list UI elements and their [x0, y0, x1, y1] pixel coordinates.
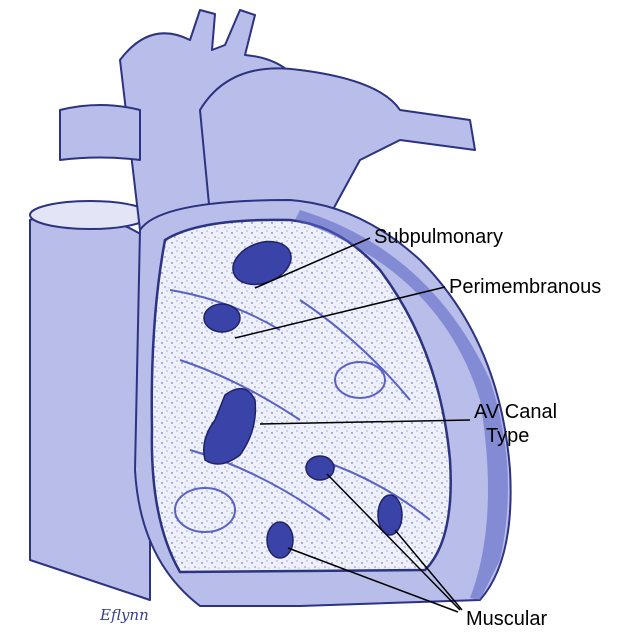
defect-muscular-3: [267, 522, 293, 558]
pulmonary-trunk: [200, 68, 475, 215]
label-av-canal-line1: AV Canal: [474, 401, 557, 423]
superior-vena-cava: [30, 213, 150, 600]
svc-opening: [30, 201, 150, 229]
defect-perimembranous: [204, 304, 240, 332]
label-perimembranous: Perimembranous: [449, 276, 601, 298]
label-subpulmonary: Subpulmonary: [374, 226, 503, 248]
pulmonary-branch-left: [60, 105, 140, 160]
artist-signature: Eflynn: [99, 606, 149, 624]
label-muscular: Muscular: [466, 608, 547, 630]
label-av-canal-line2: Type: [486, 425, 529, 447]
